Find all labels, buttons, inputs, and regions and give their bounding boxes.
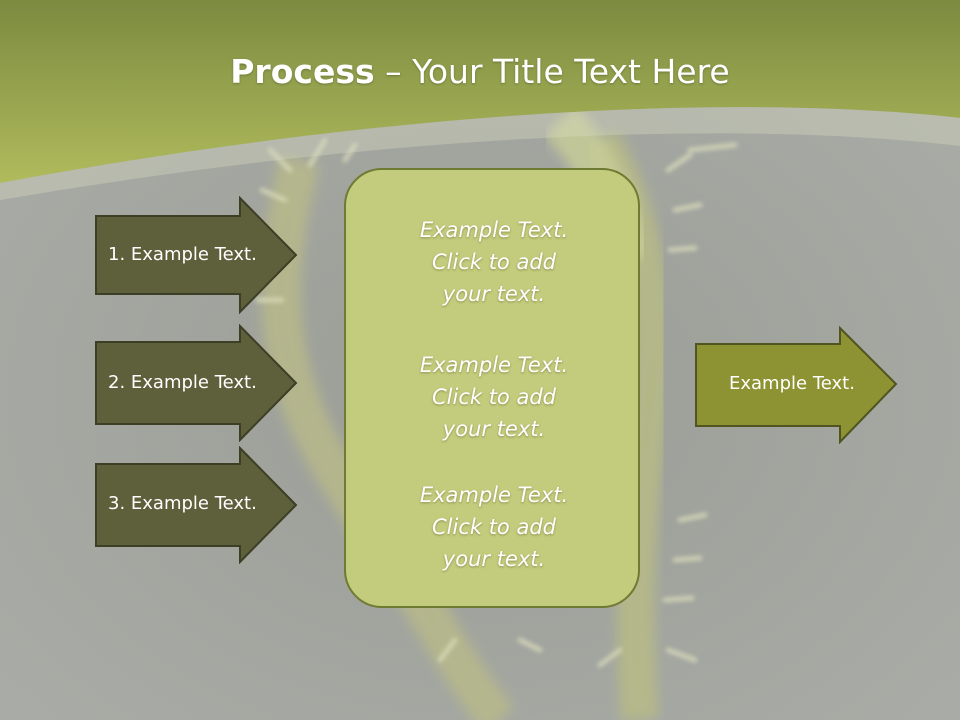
right-arrow-label: Example Text. <box>729 373 855 394</box>
block-3-line-3: your text. <box>442 547 546 571</box>
title-bold: Process <box>230 52 375 91</box>
block-1-line-2: Click to add <box>431 250 556 274</box>
block-2-line-2: Click to add <box>431 385 556 409</box>
block-3-line-2: Click to add <box>431 515 556 539</box>
left-arrow-2[interactable] <box>94 324 300 442</box>
left-arrow-1-label: 1. Example Text. <box>108 244 257 265</box>
left-arrow-3[interactable] <box>94 446 300 564</box>
block-2-line-1: Example Text. <box>419 353 569 377</box>
center-text-block-2[interactable]: Example Text. Click to add your text. <box>346 349 642 445</box>
center-text-block-3[interactable]: Example Text. Click to add your text. <box>346 479 642 575</box>
block-3-line-1: Example Text. <box>419 483 569 507</box>
header-band <box>0 0 960 200</box>
block-1-line-3: your text. <box>442 282 546 306</box>
left-arrow-2-label: 2. Example Text. <box>108 372 257 393</box>
block-2-line-3: your text. <box>442 417 546 441</box>
title-rest: – Your Title Text Here <box>374 52 730 91</box>
left-arrow-3-label: 3. Example Text. <box>108 493 257 514</box>
center-text-block-1[interactable]: Example Text. Click to add your text. <box>346 214 642 310</box>
center-text-box[interactable]: Example Text. Click to add your text. Ex… <box>344 168 640 608</box>
slide-title: Process – Your Title Text Here <box>0 52 960 91</box>
right-arrow[interactable] <box>694 326 900 444</box>
left-arrow-1[interactable] <box>94 196 300 314</box>
block-1-line-1: Example Text. <box>419 218 569 242</box>
